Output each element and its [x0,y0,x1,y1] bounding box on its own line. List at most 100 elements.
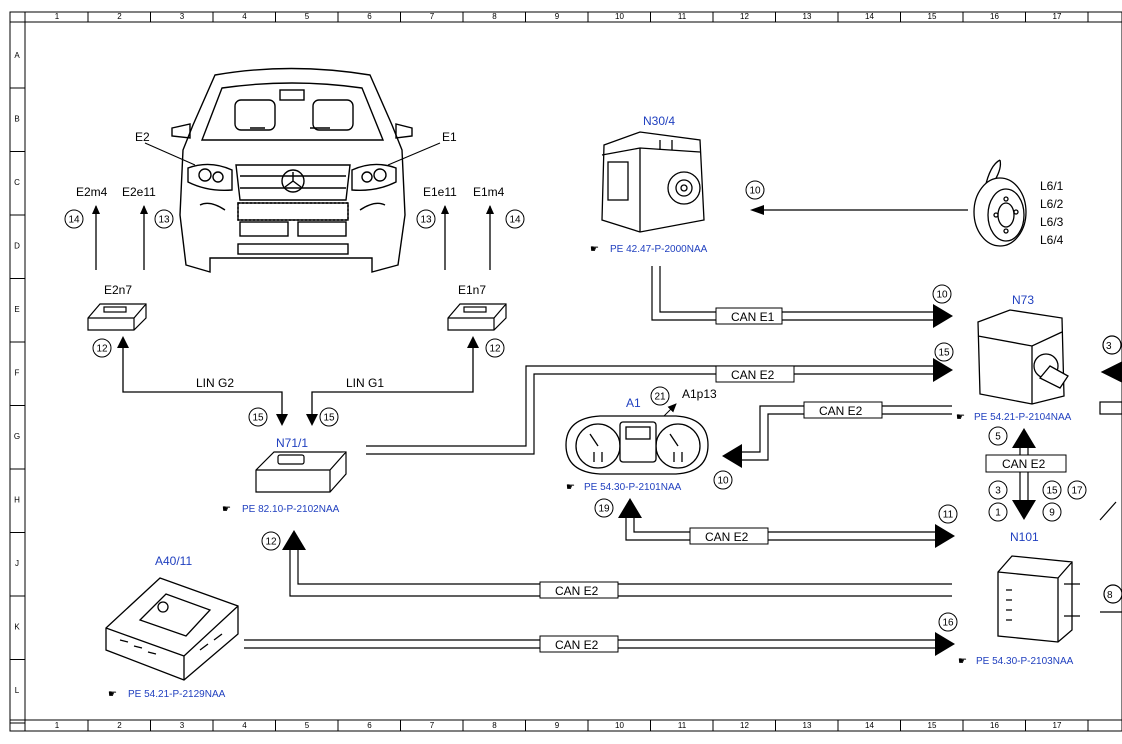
right-edge-circle-3: 3 [1106,341,1112,352]
grid-column-label: 7 [430,721,435,730]
grid-column-label: 1 [55,12,60,21]
grid-row-label: L [15,686,20,695]
a40-reference: PE 54.21-P-2129NAA [128,689,226,700]
numbered-circle-label: 15 [1046,486,1058,497]
l6-to-n30-arrowhead [750,205,764,215]
grid-column-label: 16 [990,721,999,730]
e1m4-label: E1m4 [473,185,505,199]
numbered-circle-label: 14 [509,215,521,226]
grid-column-label: 2 [117,12,122,21]
numbered-circle: 12 [485,338,505,358]
can-e1-label: CAN E1 [731,310,775,324]
numbered-circle: 14 [505,209,525,229]
grid-column-label: 8 [492,721,497,730]
grid-column-label: 1 [55,721,60,730]
grid-row-label: H [14,496,20,505]
numbered-circle: 13 [416,209,436,229]
right-edge-circle-8: 8 [1107,590,1113,601]
e1e11-label: E1e11 [423,185,457,199]
grid-column-label: 14 [865,12,874,21]
can-e2-a1-out-bus [625,516,935,541]
grid-column-label: 13 [803,721,812,730]
numbered-circle: 10 [713,470,733,490]
numbered-circle: 17 [1067,480,1087,500]
numbered-circle: 21 [650,386,670,406]
e2e11-label: E2e11 [122,185,156,199]
n73-reference: PE 54.21-P-2104NAA [974,412,1072,423]
n101-label: N101 [1010,530,1039,544]
vehicle-front-view [171,67,413,273]
grid-column-label: 13 [803,12,812,21]
numbered-circle-label: 15 [938,348,950,359]
can-e2-n71-bus [289,548,952,597]
can-e1-label-box [715,307,783,325]
e1n7-module [447,303,507,331]
numbered-circle-label: 16 [942,618,954,629]
numbered-circle: 13 [154,209,174,229]
l6-3-label: L6/3 [1040,215,1064,229]
can-e2-a1-in-arrowhead [722,444,742,468]
numbered-circle-label: 10 [717,476,729,487]
grid-column-label: 8 [492,12,497,21]
lin-g2-label: LIN G2 [196,376,234,390]
can-e2-n71-arrowhead [282,530,306,550]
grid-column-label: 9 [555,721,560,730]
grid-row-label: C [14,178,20,187]
a1-reference: PE 54.30-P-2101NAA [584,482,682,493]
can-e2-a1-out-label: CAN E2 [705,530,749,544]
e1n7-label: E1n7 [458,283,486,297]
n71-reference-icon: ☛ [222,504,231,515]
numbered-circle: 5 [988,426,1008,446]
vehicle-callouts [144,142,441,166]
can-e2-n71-label: CAN E2 [555,584,599,598]
can-e2-n71-label-box [539,581,619,599]
numbered-circle: 1 [988,502,1008,522]
numbered-circle: 10 [745,180,765,200]
grid-column-label: 4 [242,721,247,730]
grid-column-label: 7 [430,12,435,21]
grid-row-label: B [14,115,19,124]
numbered-circle-label: 14 [68,215,80,226]
grid-row-label: F [15,369,20,378]
n73-module [977,309,1069,405]
l6-4-label: L6/4 [1040,233,1064,247]
numbered-circle-label: 3 [995,486,1001,497]
can-e2-a1-in-label: CAN E2 [819,404,863,418]
n101-module [997,555,1080,643]
numbered-circle: 12 [261,531,281,551]
numbered-circle-label: 1 [995,508,1001,519]
n30-label: N30/4 [643,114,675,128]
grid-column-label: 9 [555,12,560,21]
grid-column-label: 3 [180,12,185,21]
n30-reference: PE 42.47-P-2000NAA [610,244,708,255]
grid-column-label: 12 [740,721,749,730]
numbered-circle-label: 21 [654,392,666,403]
n30-reference-icon: ☛ [590,244,599,255]
numbered-circle: 15 [319,407,339,427]
numbered-circle-label: 5 [995,432,1001,443]
n30-module [601,131,705,233]
e2n7-label: E2n7 [104,283,132,297]
can-e2-a40-label-box [539,635,619,653]
grid-column-label: 17 [1053,12,1062,21]
numbered-circle: 14 [64,209,84,229]
can-e2-a1-in-label-box [803,401,883,419]
grid-column-label: 2 [117,721,122,730]
lamp-arrows [92,205,494,270]
grid-column-label: 4 [242,12,247,21]
wheel-speed-sensor [973,159,1027,247]
numbered-circle-label: 11 [943,510,954,521]
numbered-circle-label: 15 [252,413,264,424]
numbered-circle-label: 15 [323,413,335,424]
numbered-circle-label: 13 [158,215,170,226]
can-e2-a1-out-label-box [689,527,769,545]
grid-column-label: 6 [367,721,372,730]
n73-reference-icon: ☛ [956,412,965,423]
can-e1-bus [651,266,935,321]
numbered-circle-label: 10 [749,186,761,197]
grid-column-label: 15 [928,721,937,730]
can-e2-vertical-down-arrowhead [1012,500,1036,520]
can-e2-a40-label: CAN E2 [555,638,599,652]
can-e2-upper-arrowhead [933,358,953,382]
